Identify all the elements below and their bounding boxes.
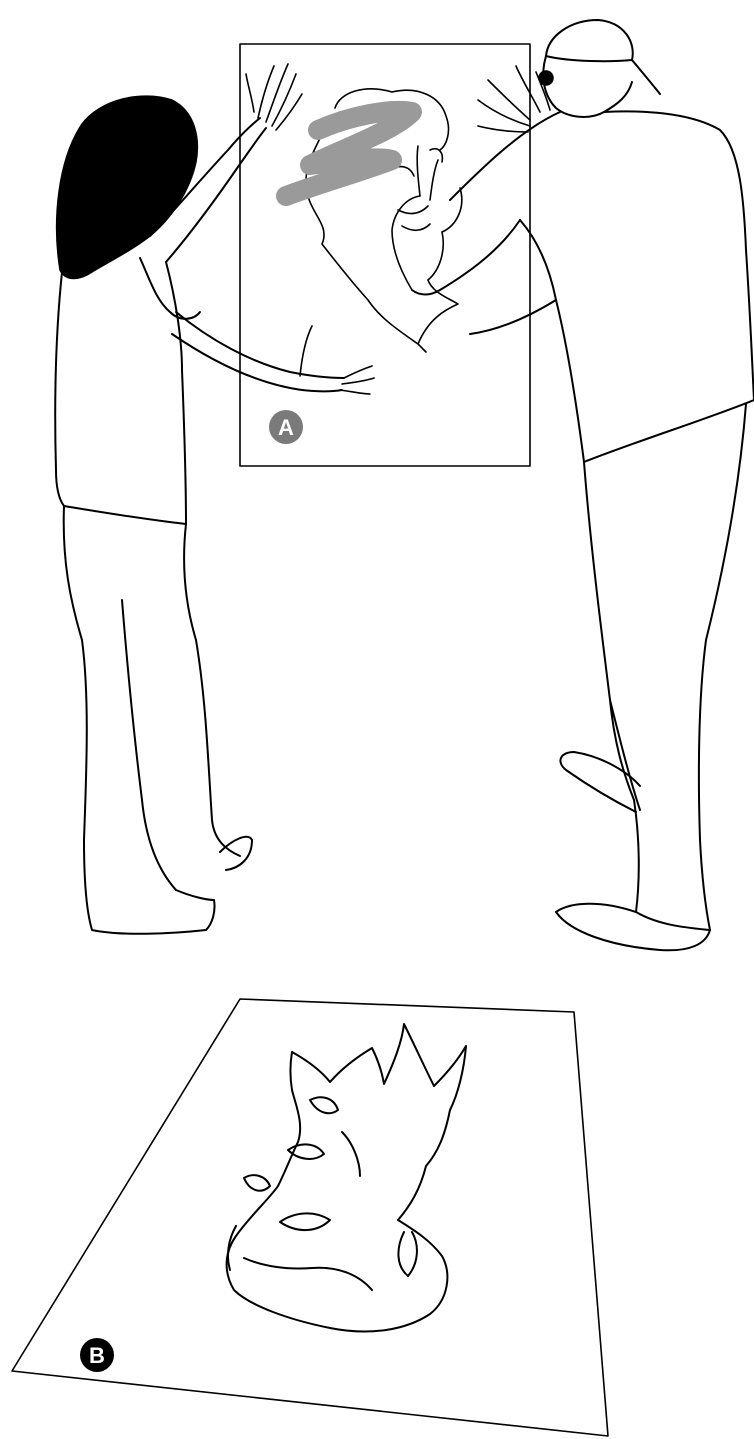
woman-torso [55, 262, 186, 524]
woman-legs [64, 506, 240, 934]
woman-figure [55, 64, 374, 934]
panel-b: B [12, 999, 608, 1436]
man-shoes [556, 752, 710, 950]
floor-portrait-sketch [227, 1024, 466, 1332]
woman-shoes [176, 837, 252, 930]
woman-lower-arm [172, 312, 344, 391]
man-figure [392, 20, 754, 950]
woman-raised-hand [246, 64, 302, 130]
badge-b-label: B [89, 1343, 105, 1368]
man-pointing-hand [392, 146, 438, 290]
man-legs [584, 404, 746, 930]
man-cap [546, 20, 660, 94]
badge-b: B [80, 1338, 114, 1372]
woman-sleeve [140, 258, 200, 319]
woman-lower-hand [300, 326, 374, 394]
panel-a: A [240, 44, 530, 466]
man-torso [450, 111, 754, 462]
man-head [543, 56, 632, 117]
badge-a-label: A [278, 415, 294, 440]
badge-a: A [269, 410, 303, 444]
man-arm-to-sketch [412, 220, 556, 334]
gray-scribble [286, 111, 412, 196]
